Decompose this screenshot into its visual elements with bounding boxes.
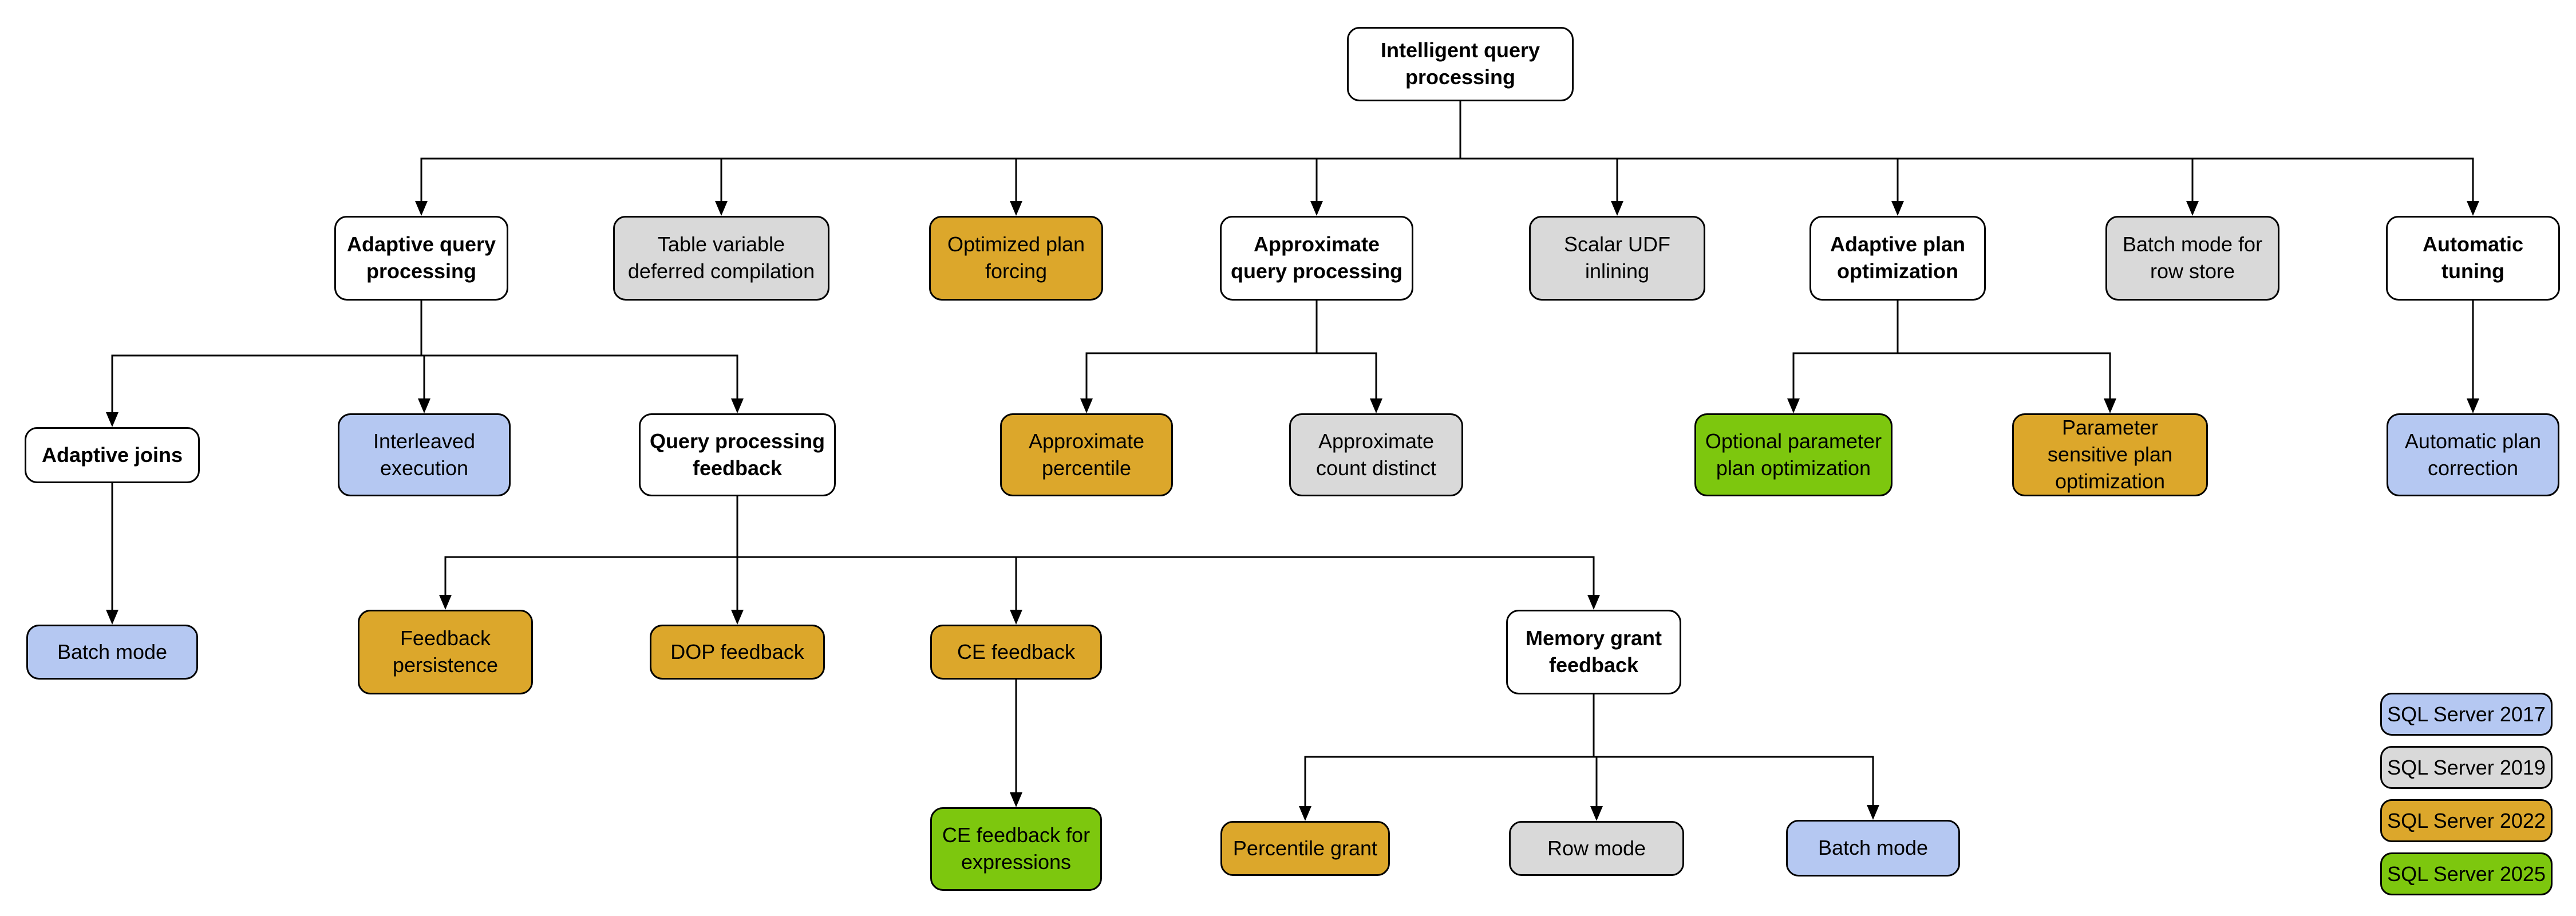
arrowhead xyxy=(2186,201,2199,216)
node-label: Parameter sensitive plan optimization xyxy=(2047,416,2173,493)
node-label: CE feedback for expressions xyxy=(942,823,1091,874)
node-ie: Interleaved execution xyxy=(338,413,511,496)
node-label: CE feedback xyxy=(957,639,1076,664)
node-label: Feedback persistence xyxy=(392,626,499,677)
node-fp: Feedback persistence xyxy=(358,610,533,694)
arrowhead xyxy=(2104,398,2116,413)
node-label: Approximate count distinct xyxy=(1315,429,1437,480)
node-label: Automatic tuning xyxy=(2422,232,2523,283)
node-bmrs: Batch mode for row store xyxy=(2105,216,2279,301)
node-label: Approximate query processing xyxy=(1230,232,1403,283)
node-label: Query processing feedback xyxy=(649,429,825,480)
arrowhead xyxy=(1590,806,1603,821)
legend-item-2017: SQL Server 2017 xyxy=(2380,693,2553,736)
node-aj: Adaptive joins xyxy=(25,427,200,483)
node-aqp: Adaptive query processing xyxy=(334,216,508,301)
node-aqproc: Approximate query processing xyxy=(1220,216,1413,301)
node-label: Batch mode xyxy=(1818,836,1929,860)
legend-label: SQL Server 2017 xyxy=(2387,702,2546,726)
node-label: Approximate percentile xyxy=(1028,429,1145,480)
legend-label: SQL Server 2019 xyxy=(2387,755,2546,779)
arrowhead xyxy=(106,412,118,427)
node-rm: Row mode xyxy=(1509,821,1684,876)
arrowhead xyxy=(1867,805,1879,820)
arrowhead xyxy=(1310,201,1323,216)
legend-item-2022: SQL Server 2022 xyxy=(2380,799,2553,842)
node-label: Optional parameter plan optimization xyxy=(1705,429,1882,480)
node-cefe: CE feedback for expressions xyxy=(930,807,1102,891)
arrowhead xyxy=(715,201,728,216)
node-label: Percentile grant xyxy=(1232,836,1378,860)
arrowhead xyxy=(1080,398,1093,413)
node-iqp: Intelligent query processing xyxy=(1347,27,1574,101)
arrowhead xyxy=(1587,595,1600,610)
node-tvdc: Table variable deferred compilation xyxy=(613,216,829,301)
node-oppo: Optional parameter plan optimization xyxy=(1694,413,1893,496)
arrowhead xyxy=(106,610,118,625)
arrowhead xyxy=(731,610,744,625)
arrowhead xyxy=(1891,201,1904,216)
node-opf: Optimized plan forcing xyxy=(929,216,1103,301)
legend-label: SQL Server 2022 xyxy=(2387,808,2546,832)
node-apo: Adaptive plan optimization xyxy=(1809,216,1986,301)
node-pspo: Parameter sensitive plan optimization xyxy=(2012,413,2208,496)
arrowhead xyxy=(439,595,452,610)
node-label: DOP feedback xyxy=(670,639,804,664)
node-label: Adaptive joins xyxy=(41,443,183,467)
node-ap: Approximate percentile xyxy=(1000,413,1173,496)
node-label: Optimized plan forcing xyxy=(947,232,1085,283)
arrowhead xyxy=(1010,792,1022,807)
node-label: Intelligent query processing xyxy=(1380,38,1540,89)
node-bm1: Batch mode xyxy=(26,625,198,680)
legend-item-2019: SQL Server 2019 xyxy=(2380,746,2553,789)
node-acd: Approximate count distinct xyxy=(1289,413,1463,496)
arrowhead xyxy=(418,398,430,413)
arrowhead xyxy=(415,201,428,216)
arrowhead xyxy=(2467,201,2479,216)
node-sudf: Scalar UDF inlining xyxy=(1529,216,1705,301)
node-label: Memory grant feedback xyxy=(1525,626,1662,677)
node-label: Scalar UDF inlining xyxy=(1563,232,1671,283)
legend-item-2025: SQL Server 2025 xyxy=(2380,852,2553,895)
node-label: Interleaved execution xyxy=(373,429,476,480)
node-label: Row mode xyxy=(1547,836,1646,860)
arrowhead xyxy=(1611,201,1623,216)
node-bm2: Batch mode xyxy=(1786,820,1960,876)
node-qpf: Query processing feedback xyxy=(639,413,836,496)
node-pg: Percentile grant xyxy=(1220,821,1390,876)
node-apc: Automatic plan correction xyxy=(2387,413,2559,496)
node-at: Automatic tuning xyxy=(2386,216,2560,301)
arrowhead xyxy=(2467,398,2479,413)
node-label: Adaptive query processing xyxy=(346,232,496,283)
arrowhead xyxy=(1010,610,1022,625)
arrowhead xyxy=(1370,398,1382,413)
arrowhead xyxy=(1787,398,1800,413)
node-label: Automatic plan correction xyxy=(2404,429,2542,480)
arrowhead xyxy=(1010,201,1022,216)
legend-label: SQL Server 2025 xyxy=(2387,862,2546,886)
node-label: Adaptive plan optimization xyxy=(1830,232,1966,283)
node-label: Batch mode for row store xyxy=(2122,232,2263,283)
node-label: Batch mode xyxy=(57,639,168,664)
node-mgf: Memory grant feedback xyxy=(1506,610,1681,694)
arrowhead xyxy=(1299,806,1311,821)
arrowhead xyxy=(731,398,744,413)
node-label: Table variable deferred compilation xyxy=(627,232,815,283)
node-cef: CE feedback xyxy=(930,625,1102,680)
node-dop: DOP feedback xyxy=(650,625,825,680)
